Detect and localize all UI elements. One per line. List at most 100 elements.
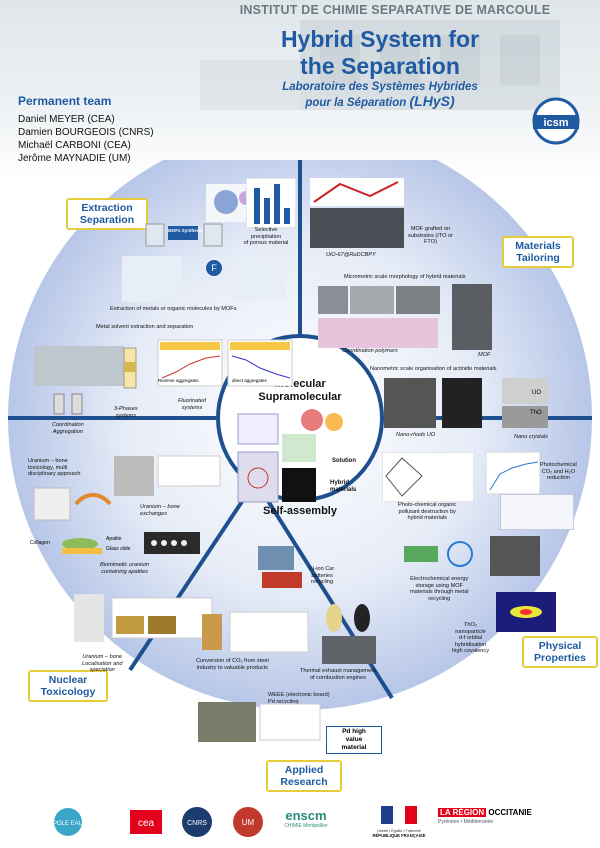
subtitle-acronym: (LHyS): [409, 93, 455, 109]
icsm-logo: icsm: [532, 97, 580, 145]
center-hybrid: Hybrid materials: [330, 480, 356, 494]
caption-line: nanoparticle: [455, 628, 486, 635]
caption-line: containing apatites: [101, 568, 148, 575]
caption-tho2: ThO: [530, 410, 542, 416]
team-member: Daniel MEYER (CEA): [18, 114, 115, 125]
enscm-logo: enscm CHIMIE Montpellier: [276, 808, 336, 829]
biomimetic-apatite-image: [62, 532, 200, 554]
caption-line: Uranium – bone: [82, 654, 123, 660]
caption-line: substrates (ITO or: [408, 232, 453, 239]
caption-line: Fluorinated: [178, 398, 206, 404]
caption-line: value: [345, 736, 363, 743]
section-line: Materials: [515, 240, 561, 252]
caption-line: industry to valuable products: [196, 664, 268, 671]
caption-line: disciplinary approach: [28, 471, 81, 478]
region-label: LA RÉGION: [438, 808, 487, 817]
bar-chart-image: [246, 178, 296, 228]
caption-line: speciation: [89, 667, 115, 674]
section-applied-research: Applied Research: [266, 760, 342, 792]
caption-co2-conversion: Conversion of CO₂ from steel industry to…: [196, 658, 269, 671]
caption-line: Pd recycling: [268, 698, 299, 705]
occitanie-title: LA RÉGION OCCITANIE: [438, 808, 538, 817]
region-sub: Pyrénées • Méditerranée: [438, 819, 494, 825]
center-bottom-label: Self-assembly: [263, 505, 337, 517]
micrometric-images: [318, 284, 492, 350]
center-hybrid-line-2: materials: [330, 487, 357, 493]
caption-line: Photo-chemical organic: [398, 502, 457, 508]
caption-line: Photochemical: [540, 462, 577, 468]
caption-uio: UiO-67@RuDCBPY: [326, 252, 376, 258]
caption-line: Coordination: [52, 422, 84, 428]
caption-line: ThO₂: [463, 622, 478, 628]
battery-recycling-image: [258, 546, 302, 588]
building-photo: [200, 20, 560, 110]
region-name: OCCITANIE: [488, 808, 532, 817]
caption-line: systems: [115, 412, 137, 419]
center-illustration: [237, 409, 343, 503]
caption-line: Localisation and: [82, 660, 123, 667]
title-line-1: Hybrid System for: [280, 26, 480, 52]
caption-line: hybridisation: [454, 641, 487, 648]
weee-recycling-image: [198, 702, 321, 742]
caption-line: WEEE (electronic board): [268, 692, 330, 698]
caption-photochemical-pollutant: Photo-chemical organic pollutant destruc…: [398, 502, 456, 522]
section-line: Applied: [284, 764, 324, 776]
um-logo: UM: [233, 807, 263, 837]
republique-francaise-logo: Liberté • Égalité • Fraternité RÉPUBLIQU…: [370, 806, 428, 838]
rf-motto: Liberté • Égalité • Fraternité: [377, 829, 421, 833]
section-line: Nuclear: [48, 674, 88, 686]
poster-subtitle: Laboratoire des Systèmes Hybrides pour l…: [230, 80, 530, 110]
divider-line: [128, 480, 257, 672]
section-line: Research: [280, 776, 328, 788]
caption-line: storage using MOF: [415, 582, 464, 589]
section-extraction-separation: Extraction Separation: [66, 198, 148, 230]
mof-synthesis-label: MOFs Synthesis: [168, 228, 204, 233]
caption-line: CO₂ and H₂O: [541, 468, 576, 475]
caption-line: hybrid materials: [407, 515, 447, 522]
caption-line: materials through metal: [410, 589, 469, 596]
thermal-exhaust-image: [322, 604, 376, 664]
subtitle-line-1: Laboratoire des Systèmes Hybrides: [282, 81, 478, 93]
pole-eau-text: POLE EAU: [53, 821, 83, 827]
institute-name: INSTITUT DE CHIMIE SEPARATIVE DE MARCOUL…: [239, 3, 551, 17]
subtitle-line-2: pour la Séparation: [305, 97, 407, 109]
caption-line: recycling: [428, 595, 451, 602]
icsm-logo-text: icsm: [543, 117, 568, 129]
caption-line: precipitation: [250, 233, 282, 240]
caption-coordination-polymers: Coordination polymers: [342, 348, 398, 354]
co2-conversion-image: [202, 611, 309, 653]
section-line: Extraction: [81, 202, 133, 214]
caption-line: Uranium – bone: [140, 504, 180, 510]
enscm-logo-text: enscm: [285, 808, 327, 823]
caption-thermal-exhaust: Thermal exhaust management of combustion…: [300, 668, 376, 681]
nanometric-images: [384, 378, 548, 428]
energy-storage-image: [404, 541, 473, 567]
mof-synthesis-image: [145, 223, 223, 247]
caption-line: Aggregation: [52, 428, 83, 435]
caption-uranium-bone-toxicology: Uranium – bone toxicology, multi discipl…: [28, 458, 81, 478]
section-materials-tailoring: Materials Tailoring: [502, 236, 574, 268]
tho2-spectrum-image: [496, 592, 556, 632]
pd-material-box: Pd high value material: [326, 726, 382, 754]
caption-line: Selective: [254, 227, 278, 233]
caption-localisation: Uranium – bone Localisation and speciati…: [82, 654, 122, 674]
section-line: Physical: [538, 640, 582, 652]
section-nuclear-toxicology: Nuclear Toxicology: [28, 670, 108, 702]
section-line: Properties: [534, 652, 586, 664]
caption-biomimetic: Biomimetic uranium containing apatites: [100, 562, 149, 575]
caption-line: Biomimetic uranium: [100, 562, 150, 568]
caption-line: of combustion engines: [309, 674, 366, 681]
caption-line: exchanges: [140, 510, 168, 517]
caption-line: reduction: [546, 475, 570, 482]
caption-nanometric: Nanometric scale organisation of actinid…: [370, 366, 497, 372]
caption-fluorinated: Fluorinated systems: [178, 398, 206, 411]
caption-tho2: ThO₂ nanoparticle d-f orbital hybridisat…: [452, 622, 489, 655]
caption-uranium-bone-exchange: Uranium – bone exchanges: [140, 504, 180, 517]
caption-line: material: [341, 744, 367, 751]
caption-line: Pd high: [342, 728, 366, 735]
caption-selective: Selective precipitation of porous materi…: [236, 227, 296, 247]
mof-extraction-image: F: [122, 256, 286, 302]
caption-nanorods: Nano-rhods UO: [396, 432, 436, 438]
caption-line: batteries: [311, 572, 333, 579]
mof-grafted-image: [310, 178, 404, 248]
